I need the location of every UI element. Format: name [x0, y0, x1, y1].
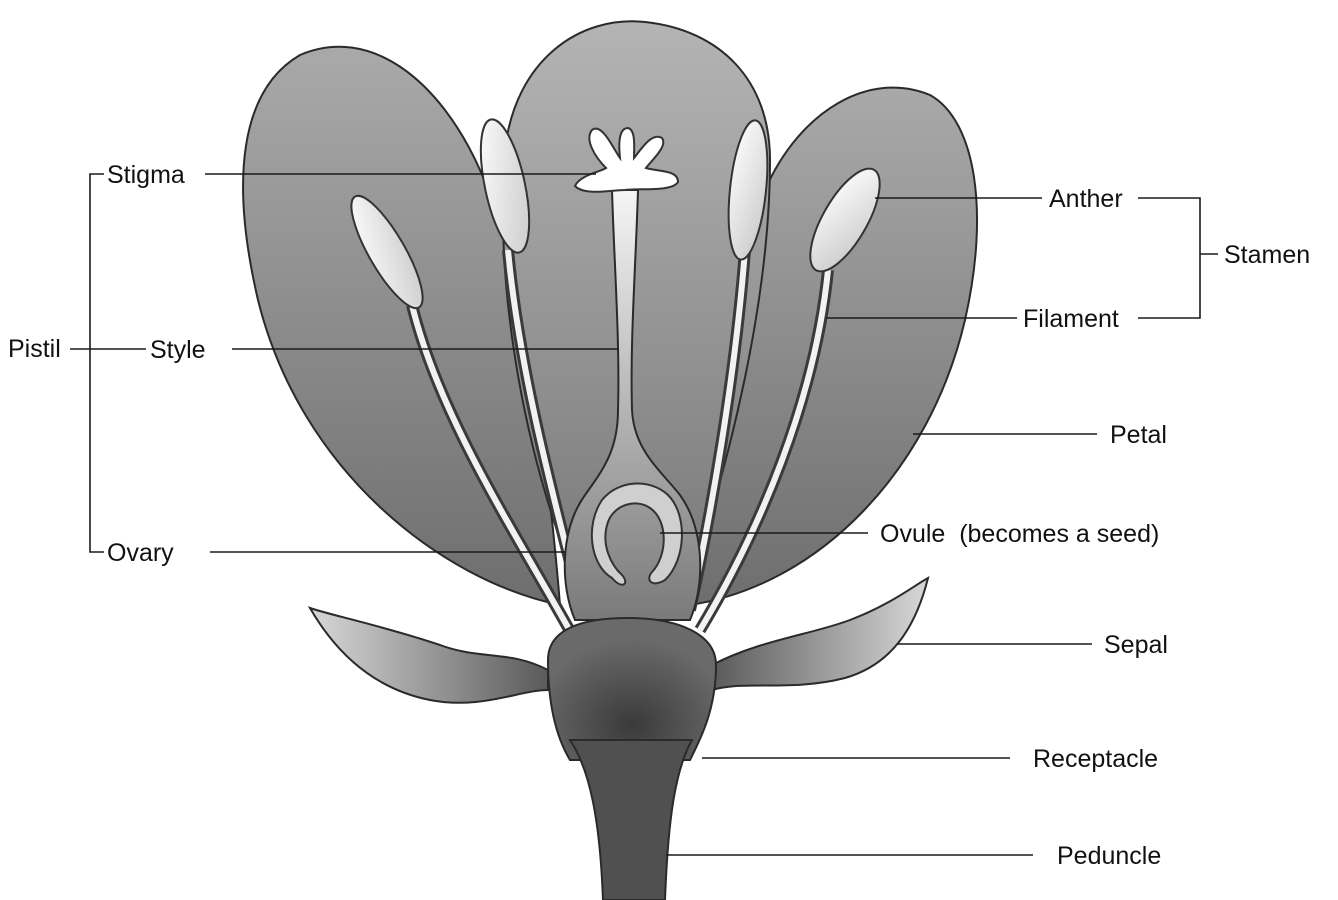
label-stamen: Stamen — [1224, 241, 1310, 269]
stem — [548, 618, 716, 900]
label-style: Style — [150, 336, 206, 364]
receptacle — [548, 618, 716, 760]
label-filament: Filament — [1023, 305, 1119, 333]
label-receptacle: Receptacle — [1033, 745, 1158, 773]
label-peduncle: Peduncle — [1057, 842, 1161, 870]
label-petal: Petal — [1110, 421, 1167, 449]
label-pistil: Pistil — [8, 335, 61, 363]
sepal-right — [712, 578, 928, 690]
sepal-left — [310, 608, 548, 703]
label-sepal: Sepal — [1104, 631, 1168, 659]
label-stigma: Stigma — [107, 161, 185, 189]
label-ovary: Ovary — [107, 539, 174, 567]
label-ovule: Ovule (becomes a seed) — [880, 520, 1159, 548]
label-anther: Anther — [1049, 185, 1123, 213]
peduncle — [570, 740, 692, 900]
